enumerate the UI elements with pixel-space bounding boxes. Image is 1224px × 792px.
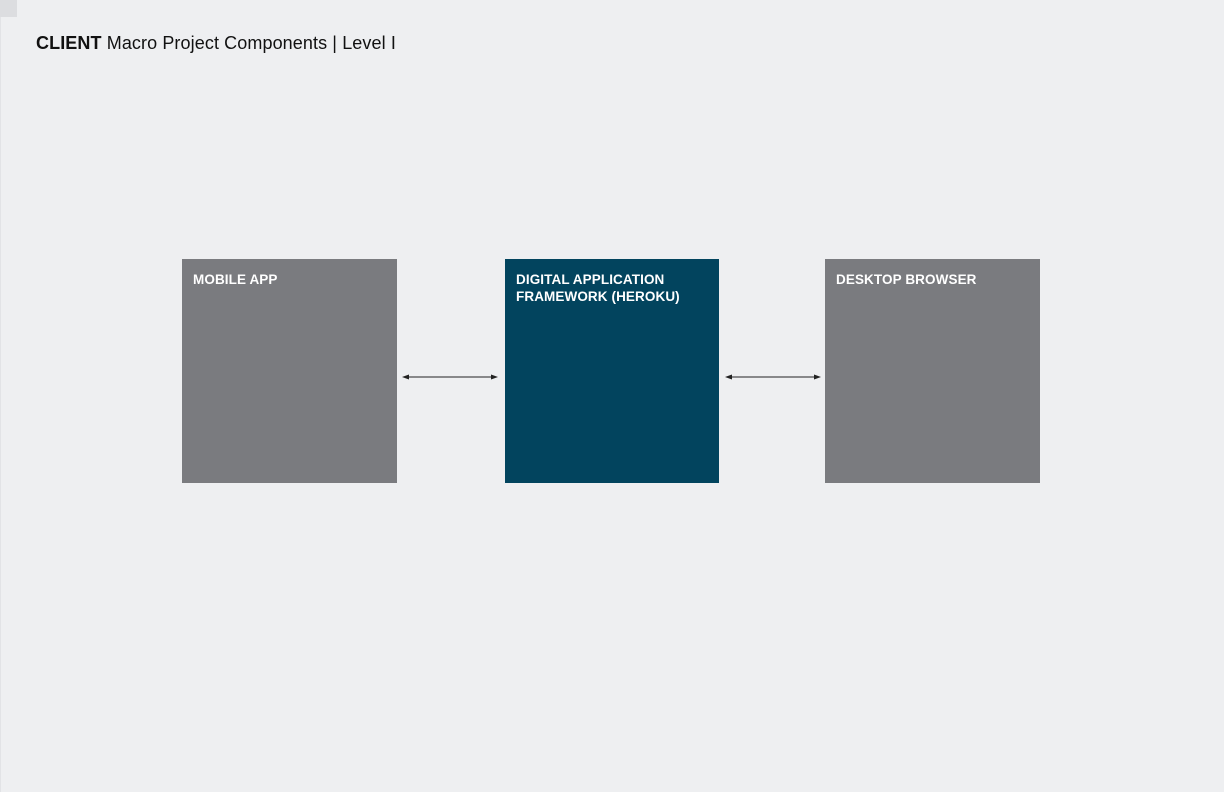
arrow-mobile-framework-head-right — [491, 374, 498, 380]
corner-marker — [0, 0, 17, 17]
arrow-framework-desktop-head-right — [814, 374, 821, 380]
arrow-mobile-framework-head-left — [402, 374, 409, 380]
page-edge-rule — [0, 17, 1, 792]
node-desktop-browser-label: DESKTOP BROWSER — [836, 272, 977, 287]
page-title-client: CLIENT — [36, 33, 102, 53]
page-title-subtitle: Macro Project Components | Level I — [106, 33, 396, 53]
arrow-framework-desktop — [725, 374, 821, 380]
arrow-mobile-framework — [402, 374, 498, 380]
arrow-framework-desktop-head-left — [725, 374, 732, 380]
node-desktop-browser: DESKTOP BROWSER — [825, 259, 1040, 483]
node-mobile-app-label: MOBILE APP — [193, 272, 278, 287]
node-framework-label: DIGITAL APPLICATION FRAMEWORK (HEROKU) — [516, 272, 680, 304]
node-mobile-app: MOBILE APP — [182, 259, 397, 483]
node-framework: DIGITAL APPLICATION FRAMEWORK (HEROKU) — [505, 259, 719, 483]
page-title: CLIENT Macro Project Components | Level … — [36, 33, 396, 54]
